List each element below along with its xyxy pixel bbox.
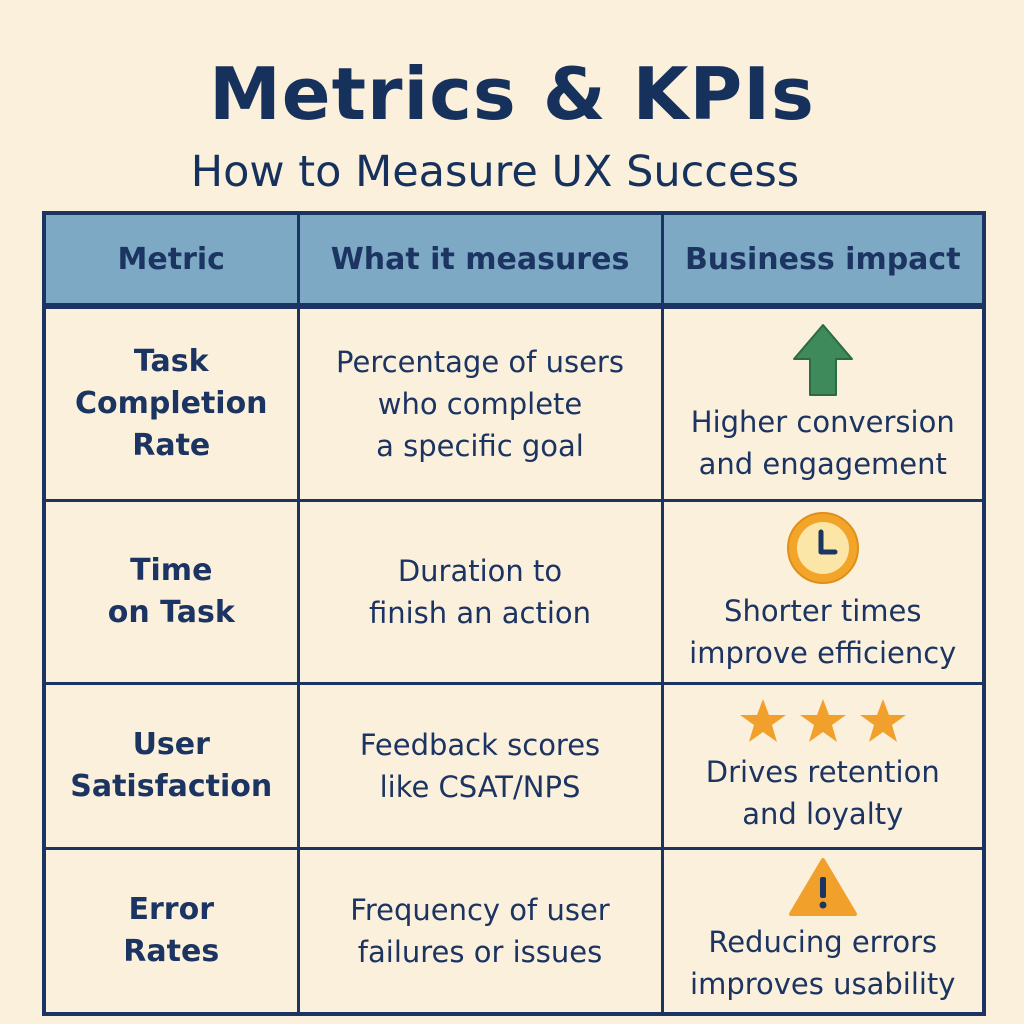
impact-cell: Reducing errors improves usability — [660, 847, 986, 1016]
measures-cell: Percentage of users who complete a speci… — [296, 304, 664, 502]
header-business-impact: Business impact — [660, 211, 986, 309]
impact-text: Higher conversion and engagement — [690, 405, 955, 481]
table-header-row: Metric What it measures Business impact — [42, 211, 986, 309]
measures-cell: Frequency of user failures or issues — [296, 847, 664, 1016]
impact-text: Shorter times improve efficiency — [689, 594, 957, 670]
metric-cell: Error Rates — [42, 847, 300, 1016]
page-subtitle: How to Measure UX Success — [190, 147, 800, 197]
metric-cell: Time on Task — [42, 499, 300, 685]
impact-text: Drives retention and loyalty — [705, 755, 940, 831]
metric-cell: Task Completion Rate — [42, 304, 300, 502]
metric-name: Error Rates — [123, 892, 220, 969]
impact-text: Reducing errors improves usability — [690, 925, 956, 1001]
impact-cell: Drives retention and loyalty — [660, 682, 986, 850]
header-what-it-measures: What it measures — [296, 211, 664, 309]
table-row: Error Rates Frequency of user failures o… — [42, 847, 986, 1016]
page-title: Metrics & KPIs — [209, 52, 815, 136]
metrics-table: Metric What it measures Business impact … — [42, 211, 986, 1016]
warning-icon — [788, 858, 857, 916]
measures-text: Feedback scores like CSAT/NPS — [359, 728, 601, 804]
impact-cell: Higher conversion and engagement — [660, 304, 986, 502]
header-metric: Metric — [42, 211, 300, 309]
metric-name: User Satisfaction — [70, 727, 273, 804]
measures-text: Frequency of user failures or issues — [350, 893, 610, 969]
metric-name: Time on Task — [107, 553, 235, 630]
table-row: Time on Task Duration to finish an actio… — [42, 499, 986, 685]
measures-cell: Duration to finish an action — [296, 499, 664, 685]
metric-cell: User Satisfaction — [42, 682, 300, 850]
measures-text: Percentage of users who complete a speci… — [336, 345, 624, 463]
impact-cell: Shorter times improve efficiency — [660, 499, 986, 685]
clock-icon — [786, 512, 859, 584]
up-arrow-icon — [792, 324, 853, 396]
three-stars-icon — [739, 699, 906, 742]
measures-text: Duration to finish an action — [368, 554, 592, 630]
table-row: Task Completion Rate Percentage of users… — [42, 304, 986, 502]
metric-name: Task Completion Rate — [74, 344, 268, 463]
measures-cell: Feedback scores like CSAT/NPS — [296, 682, 664, 850]
table-row: User Satisfaction Feedback scores like C… — [42, 682, 986, 850]
